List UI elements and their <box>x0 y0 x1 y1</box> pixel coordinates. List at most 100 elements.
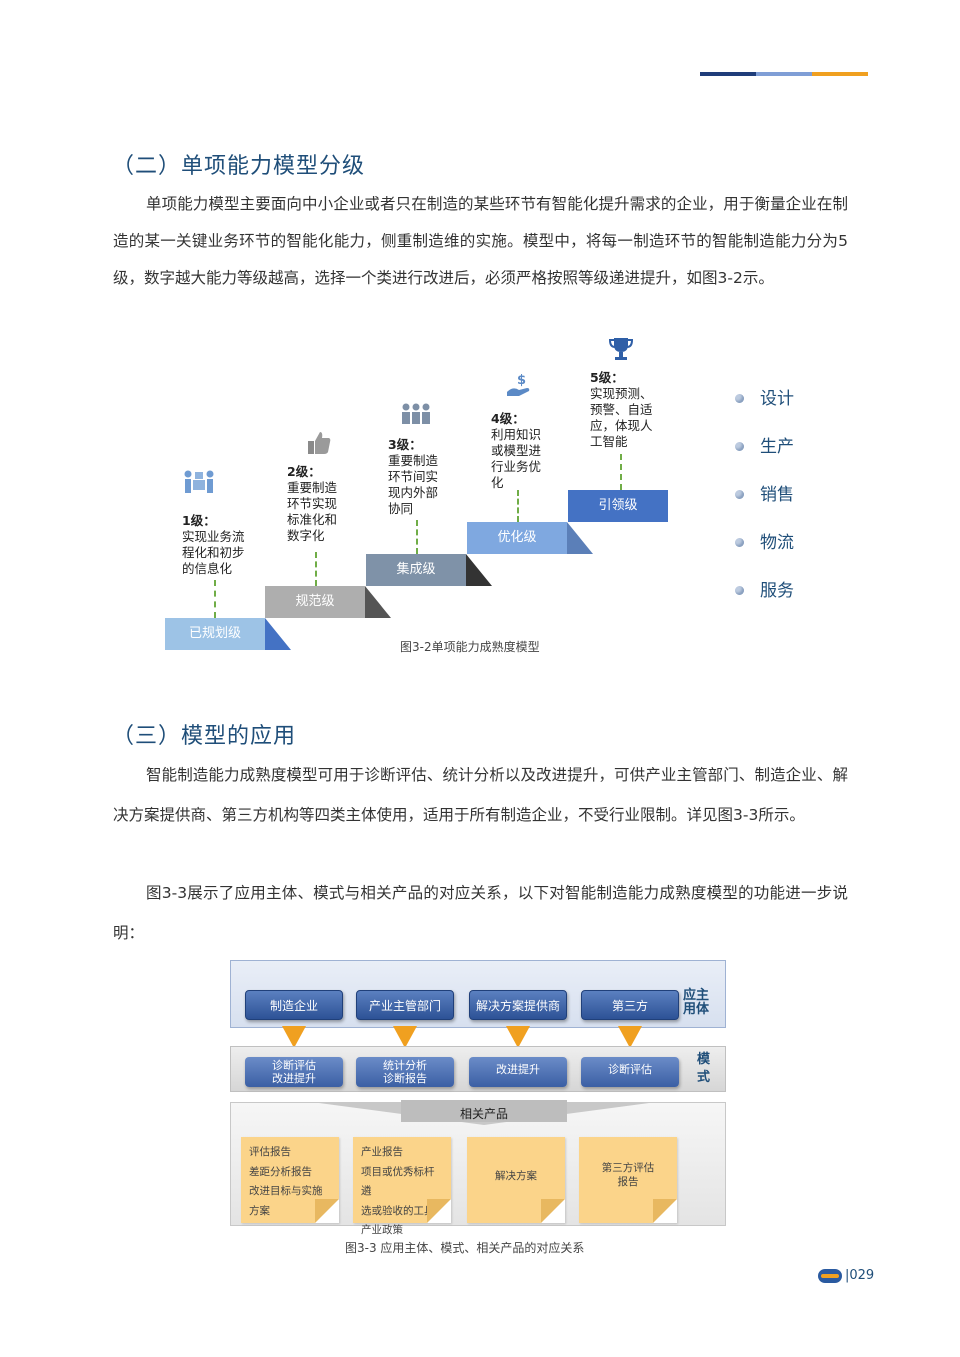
side-label-line: 模 <box>697 1052 711 1067</box>
level-title: 1级： <box>182 513 216 528</box>
level-1-description: 1级： 实现业务流 程化和初步 的信息化 <box>182 513 245 577</box>
section-heading-3: （三）模型的应用 <box>112 724 297 749</box>
connector-dash <box>315 552 317 586</box>
subjects-panel: 制造企业 产业主管部门 解决方案提供商 第三方 应主 用体 <box>230 960 726 1028</box>
bullet-dot-icon <box>735 538 744 547</box>
step-riser <box>466 554 492 586</box>
mode-statistics-report: 统计分析 诊断报告 <box>356 1057 454 1087</box>
level-desc-line: 的信息化 <box>182 561 233 576</box>
maturity-staircase-figure: 已规划级 规范级 集成级 优化级 引领级 $ 1级： 实现业务流 程化和初步 的… <box>160 330 860 660</box>
level-desc-line: 应，体现人 <box>590 418 653 433</box>
svg-text:$: $ <box>517 373 526 388</box>
level-desc-line: 数字化 <box>287 528 325 543</box>
group-icon <box>400 402 432 431</box>
level-desc-line: 预警、自适 <box>590 402 653 417</box>
subject-solution-provider: 解决方案提供商 <box>469 990 567 1020</box>
level-title: 3级： <box>388 437 422 452</box>
down-arrow-icon <box>393 1026 417 1048</box>
application-relationship-figure: 制造企业 产业主管部门 解决方案提供商 第三方 应主 用体 诊断评估 改进提升 … <box>228 960 738 1255</box>
down-arrow-icon <box>282 1026 306 1048</box>
figure-caption: 图3-3 应用主体、模式、相关产品的对应关系 <box>345 1241 585 1255</box>
step-level-3: 集成级 <box>366 554 466 586</box>
step-riser <box>567 522 593 554</box>
level-desc-line: 标准化和 <box>287 512 338 527</box>
page-fold-icon <box>653 1199 677 1223</box>
product-note-manufacturer: 评估报告 差距分析报告 改进目标与实施 方案 <box>241 1137 339 1223</box>
mode-diagnose-improve: 诊断评估 改进提升 <box>245 1057 343 1087</box>
money-hand-icon: $ <box>505 372 533 405</box>
side-label-line: 应主 <box>683 988 710 1003</box>
product-line: 产业政策 <box>361 1224 403 1236</box>
bullet-label: 服务 <box>760 581 794 601</box>
modes-side-label: 模 式 <box>697 1051 710 1087</box>
domain-bullet-list: 设计 生产 销售 物流 服务 <box>735 385 794 625</box>
products-label: 相关产品 <box>459 1107 508 1121</box>
product-line: 第三方评估 <box>601 1162 655 1174</box>
products-panel: 相关产品 评估报告 差距分析报告 改进目标与实施 方案 产业报告 项目或优秀标杆… <box>230 1100 726 1236</box>
thumbs-up-icon <box>306 430 332 461</box>
section-heading-2: （二）单项能力模型分级 <box>112 154 366 179</box>
trophy-icon <box>608 336 634 367</box>
products-label-bar <box>401 1100 567 1122</box>
subject-third-party: 第三方 <box>581 990 679 1020</box>
product-line: 项目或优秀标杆遴 <box>361 1165 435 1198</box>
mode-line: 改进提升 <box>272 1072 316 1085</box>
accent-segment-lightblue <box>756 72 812 76</box>
side-label-line: 用体 <box>683 1002 710 1017</box>
mode-line: 诊断评估 <box>272 1059 316 1072</box>
product-line: 报告 <box>617 1176 639 1188</box>
product-line: 改进目标与实施 <box>249 1185 323 1197</box>
level-title: 4级： <box>491 411 525 426</box>
level-desc-line: 环节间实 <box>388 469 439 484</box>
connector-dash <box>620 454 622 490</box>
bullet-item: 服务 <box>735 577 794 625</box>
section3-paragraph-1: 智能制造能力成熟度模型可用于诊断评估、统计分析以及改进提升，可供产业主管部门、制… <box>113 766 848 824</box>
bullet-label: 生产 <box>760 437 794 457</box>
connector-dash <box>416 520 418 554</box>
connector-dash <box>517 490 519 522</box>
header-accent-bar <box>700 72 868 76</box>
bullet-dot-icon <box>735 490 744 499</box>
step-level-4: 优化级 <box>467 522 567 554</box>
level-desc-line: 实现业务流 <box>182 529 245 544</box>
step-level-1: 已规划级 <box>165 618 265 650</box>
mode-line: 诊断报告 <box>383 1072 427 1085</box>
level-desc-line: 实现预测、 <box>590 386 653 401</box>
bullet-label: 物流 <box>760 533 794 553</box>
bullet-dot-icon <box>735 394 744 403</box>
level-desc-line: 工智能 <box>590 434 628 449</box>
down-arrow-icon <box>618 1026 642 1048</box>
level-2-description: 2级： 重要制造 环节实现 标准化和 数字化 <box>287 464 337 544</box>
level-desc-line: 化 <box>491 475 504 490</box>
step-riser <box>265 618 291 650</box>
figure-caption: 图3-2单项能力成熟度模型 <box>400 640 540 654</box>
page-footer: |029 <box>818 1268 874 1283</box>
publisher-logo-icon <box>818 1268 842 1283</box>
level-title: 5级： <box>590 370 624 385</box>
level-desc-line: 程化和初步 <box>182 545 245 560</box>
connector-dash <box>214 580 216 618</box>
bullet-item: 销售 <box>735 481 794 529</box>
level-4-description: 4级： 利用知识 或模型进 行业务优 化 <box>491 411 541 491</box>
level-desc-line: 行业务优 <box>491 459 542 474</box>
level-desc-line: 重要制造 <box>388 453 439 468</box>
mode-line: 统计分析 <box>383 1059 427 1072</box>
level-desc-line: 或模型进 <box>491 443 542 458</box>
down-arrow-icon <box>506 1026 530 1048</box>
subjects-side-label: 应主 用体 <box>683 989 709 1017</box>
level-3-description: 3级： 重要制造 环节间实 现内外部 协同 <box>388 437 438 517</box>
step-level-2: 规范级 <box>265 586 365 618</box>
product-note-authority: 产业报告 项目或优秀标杆遴 选或验收的工具 产业政策 <box>353 1137 451 1236</box>
bullet-item: 生产 <box>735 433 794 481</box>
bullet-label: 设计 <box>760 389 794 409</box>
page-fold-icon <box>315 1199 339 1223</box>
product-line: 产业报告 <box>361 1146 403 1158</box>
subject-manufacturer: 制造企业 <box>245 990 343 1020</box>
section3-paragraph-2: 图3-3展示了应用主体、模式与相关产品的对应关系，以下对智能制造能力成熟度模型的… <box>113 884 848 942</box>
page-fold-icon <box>427 1199 451 1223</box>
bullet-item: 设计 <box>735 385 794 433</box>
level-title: 2级： <box>287 464 321 479</box>
mode-diagnose: 诊断评估 <box>581 1057 679 1087</box>
product-line: 评估报告 <box>249 1146 291 1158</box>
level-desc-line: 利用知识 <box>491 427 542 442</box>
